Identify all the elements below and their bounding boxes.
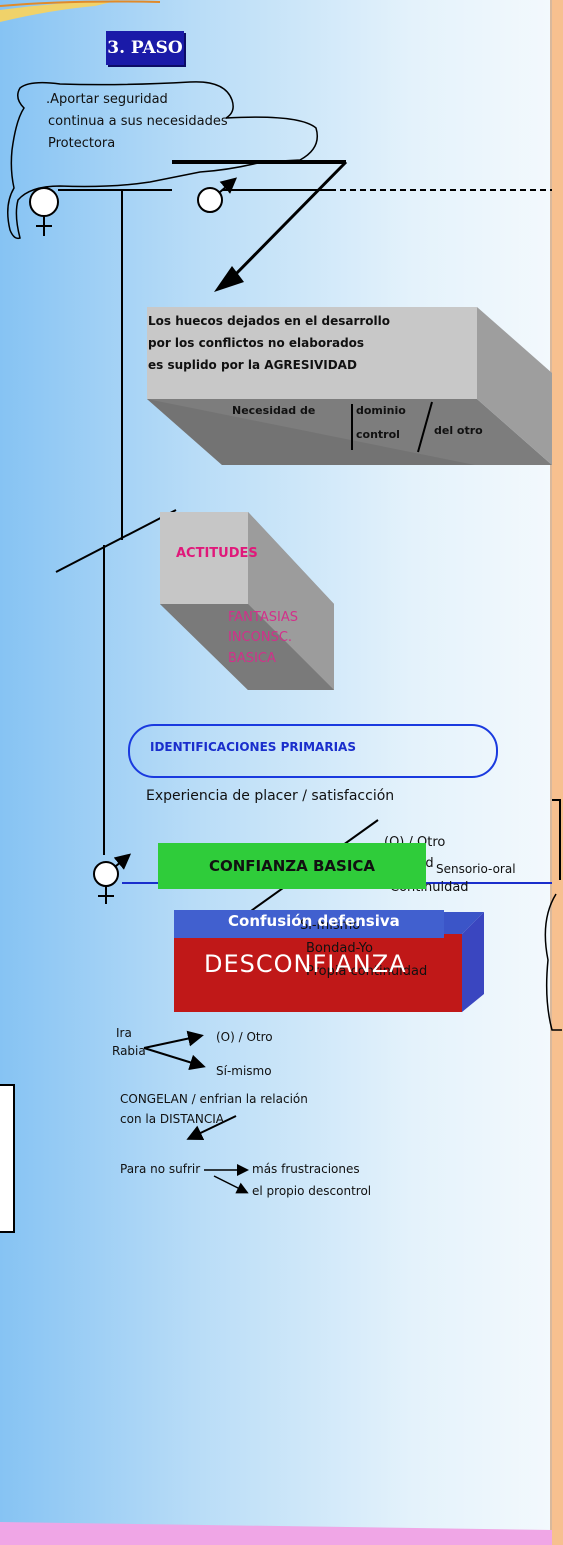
si-line3: Propia continuidad [306, 964, 428, 979]
fantasias-label: FANTASIAS [228, 610, 298, 625]
identificaciones-title: IDENTIFICACIONES PRIMARIAS [150, 740, 356, 754]
mas-label: más frustraciones [252, 1162, 360, 1176]
inconsc-label: INCONSC. [228, 630, 293, 645]
confianza-box: CONFIANZA BASICA [158, 843, 426, 889]
right-divider [550, 0, 552, 1545]
actitudes-title: ACTITUDES [176, 546, 258, 561]
agresividad-line3: es suplido por la AGRESIVIDAD [148, 358, 357, 372]
desconfianza-label: DESCONFIANZA [204, 950, 407, 978]
agresividad-box [147, 307, 477, 399]
step-label: 3. PASO [106, 31, 184, 65]
rabia-label: Rabia [112, 1044, 146, 1058]
confusion-label: Confusión defensiva [228, 912, 400, 930]
right-strip [552, 0, 563, 1545]
propio-label: el propio descontrol [252, 1184, 372, 1198]
protector-line3: Protectora [48, 136, 116, 151]
corner-swoosh [0, 0, 120, 22]
agresividad-line1: Los huecos dejados en el desarrollo [148, 314, 391, 328]
sensorio-label: Sensorio-oral [436, 862, 516, 876]
protector-line2: continua a sus necesidades [48, 114, 228, 129]
experiencia-label: Experiencia de placer / satisfacción [146, 788, 395, 804]
para-label: Para no sufrir [120, 1162, 201, 1176]
del-otro-label: del otro [434, 424, 483, 437]
male-symbol [197, 187, 223, 213]
dominio-label: dominio [356, 404, 406, 417]
ira-si-label: Sí-mismo [216, 1064, 272, 1078]
basica-label: BASICA [228, 651, 276, 666]
ira-label: Ira [116, 1026, 132, 1040]
si-line2: Bondad-Yo [306, 941, 373, 956]
identificaciones-pill [128, 724, 498, 778]
protector-line1: .Aportar seguridad [46, 92, 168, 107]
congelan-line1: CONGELAN / enfrian la relación [120, 1092, 308, 1106]
ira-otro-label: (O) / Otro [216, 1030, 273, 1044]
agresividad-line2: por los conflictos no elaborados [148, 336, 365, 350]
congelan-line2: con la DISTANCIA [120, 1112, 224, 1126]
male-symbol-bottom [93, 861, 119, 887]
female-symbol [29, 187, 59, 217]
protector-cloud [7, 81, 318, 240]
si-line1: Si-mismo [300, 918, 361, 933]
necesidad-label: Necesidad de [232, 404, 316, 417]
control-label: control [356, 428, 400, 441]
